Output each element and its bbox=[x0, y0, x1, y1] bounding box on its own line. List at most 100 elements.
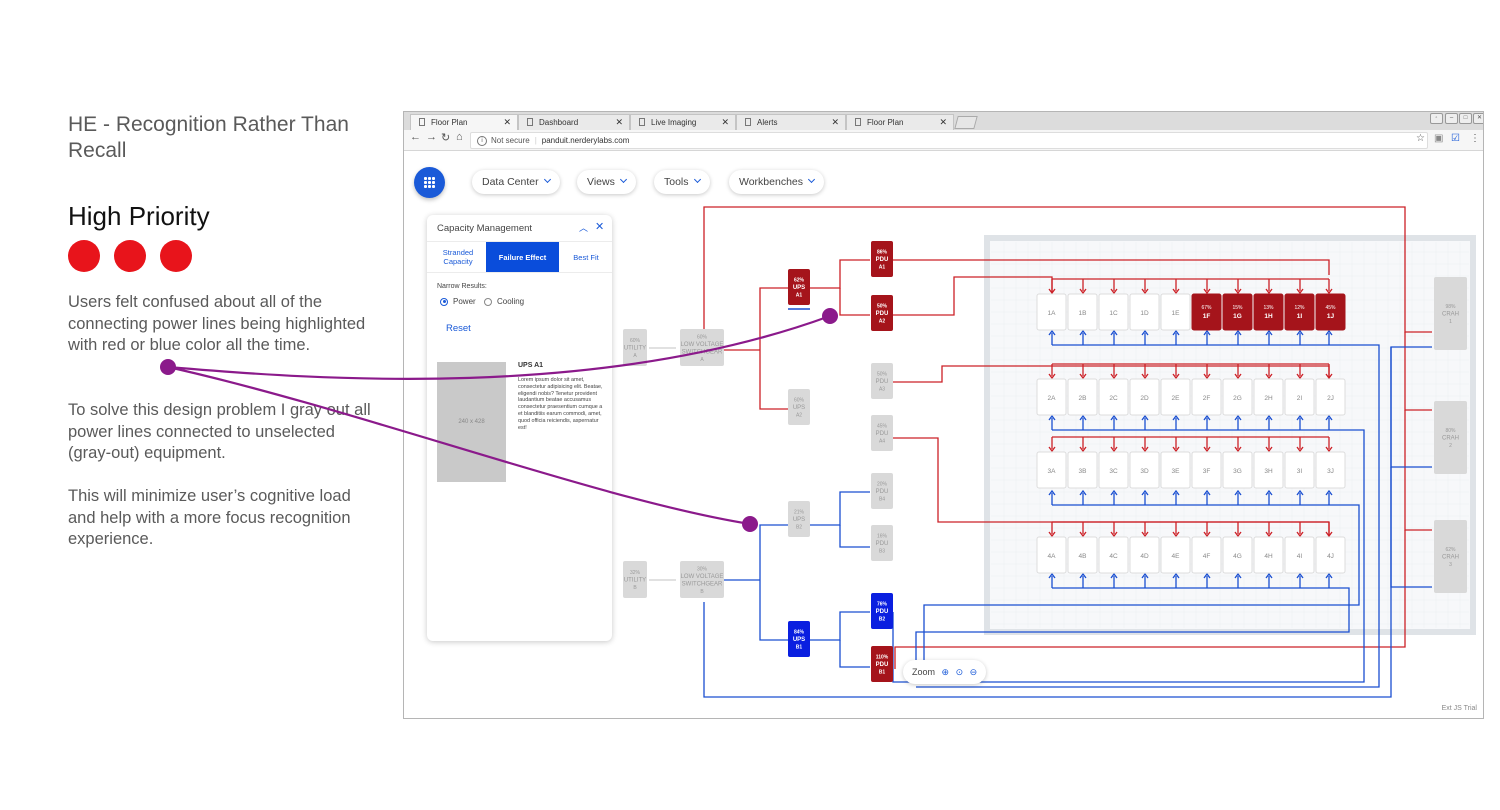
nav-views[interactable]: Views bbox=[577, 170, 636, 194]
rack-1a bbox=[1036, 293, 1067, 331]
arrow-down-icon bbox=[1325, 531, 1333, 538]
reload-icon[interactable]: ↻ bbox=[441, 132, 451, 144]
bookmark-star-icon[interactable]: ☆ bbox=[1416, 133, 1425, 144]
maximize-icon[interactable]: □ bbox=[1459, 113, 1472, 124]
arrow-up-icon bbox=[1234, 414, 1242, 421]
arrow-up-icon bbox=[1234, 489, 1242, 496]
url-text: panduit.nerderylabs.com bbox=[541, 136, 630, 145]
node-label: B3 bbox=[879, 549, 885, 555]
node-label: CRAH bbox=[1442, 312, 1459, 318]
close-icon[interactable]: ✕ bbox=[595, 221, 605, 233]
node-label: 62% bbox=[1445, 547, 1456, 553]
arrow-up-icon bbox=[1110, 572, 1118, 579]
arrow-down-icon bbox=[1265, 373, 1273, 380]
cooling-radio[interactable]: Cooling bbox=[484, 297, 524, 306]
arrow-down-icon bbox=[1296, 288, 1304, 295]
checkbox-extension-icon[interactable]: ☑ bbox=[1451, 133, 1460, 144]
rack-3e bbox=[1160, 451, 1191, 489]
zoom-in-icon[interactable]: ⊕ bbox=[941, 667, 950, 677]
close-icon[interactable]: ✕ bbox=[831, 117, 839, 127]
browser-tab-floor-plan[interactable]: Floor Plan ✕ bbox=[410, 114, 518, 130]
node-crah-2 bbox=[1434, 401, 1467, 474]
rack-label: 4B bbox=[1079, 553, 1087, 560]
browser-tab-dashboard[interactable]: Dashboard ✕ bbox=[518, 114, 630, 130]
page-icon bbox=[527, 118, 533, 126]
info-icon[interactable]: i bbox=[477, 135, 487, 146]
rack-label: 3F bbox=[1203, 468, 1211, 475]
node-label: 60% bbox=[630, 338, 641, 344]
minimize-icon[interactable]: – bbox=[1445, 113, 1458, 124]
rack-1g bbox=[1222, 293, 1253, 331]
browser-tab-alerts[interactable]: Alerts ✕ bbox=[736, 114, 846, 130]
zoom-out-icon[interactable]: ⊖ bbox=[969, 667, 978, 677]
tab-best-fit[interactable]: Best Fit bbox=[573, 252, 599, 262]
power-line-blue bbox=[915, 587, 1350, 667]
power-radio[interactable]: Power bbox=[440, 297, 476, 306]
node-label: 62% bbox=[794, 278, 805, 284]
browser-tab-label: Dashboard bbox=[539, 118, 579, 127]
arrow-up-icon bbox=[1172, 414, 1180, 421]
arrow-up-icon bbox=[1079, 489, 1087, 496]
arrow-down-icon bbox=[1296, 531, 1304, 538]
nav-tools[interactable]: Tools bbox=[654, 170, 710, 194]
radio-button[interactable] bbox=[440, 297, 448, 306]
app-launcher-button[interactable] bbox=[414, 167, 445, 198]
node-pdu-b2 bbox=[871, 593, 893, 629]
chevron-down-icon bbox=[619, 175, 627, 184]
browser-tab-live-imaging[interactable]: Live Imaging ✕ bbox=[630, 114, 736, 130]
arrow-up-icon bbox=[1048, 329, 1056, 336]
page-icon bbox=[639, 118, 645, 126]
arrow-down-icon bbox=[1234, 446, 1242, 453]
rack-4g bbox=[1222, 536, 1253, 574]
node-utility-b bbox=[623, 561, 647, 598]
close-icon[interactable]: ✕ bbox=[939, 117, 947, 127]
node-lvs-b bbox=[680, 561, 724, 598]
rack-label: 3I bbox=[1297, 468, 1303, 475]
forward-icon[interactable]: → bbox=[426, 131, 437, 143]
node-label: 20% bbox=[877, 482, 888, 488]
arrow-up-icon bbox=[1110, 489, 1118, 496]
extension-icon[interactable]: ▣ bbox=[1434, 133, 1444, 144]
equipment-description: Lorem ipsum dolor sit amet, consectetur … bbox=[518, 377, 603, 431]
priority-dot bbox=[114, 240, 146, 272]
rack-2b bbox=[1067, 378, 1098, 416]
nav-data-center[interactable]: Data Center bbox=[472, 170, 560, 194]
back-icon[interactable]: ← bbox=[410, 131, 421, 143]
rack-4d bbox=[1129, 536, 1160, 574]
more-menu-icon[interactable]: ⋮ bbox=[1470, 133, 1480, 144]
rack-label: 4J bbox=[1327, 553, 1334, 560]
close-window-icon[interactable]: ✕ bbox=[1473, 113, 1483, 124]
rack-4a bbox=[1036, 536, 1067, 574]
node-label: UPS bbox=[793, 637, 805, 643]
node-crah-3 bbox=[1434, 520, 1467, 593]
rack-label: 1E bbox=[1172, 310, 1181, 317]
browser-tab-floor-plan-2[interactable]: Floor Plan ✕ bbox=[846, 114, 954, 130]
close-icon[interactable]: ✕ bbox=[615, 117, 623, 127]
power-line-blue bbox=[839, 640, 870, 668]
node-label: 98% bbox=[1445, 304, 1456, 310]
rack-1b bbox=[1067, 293, 1098, 331]
rack-1e bbox=[1160, 293, 1191, 331]
rack-label: 4G bbox=[1233, 553, 1242, 560]
rack-label: 2D bbox=[1140, 395, 1149, 402]
rack-label: 3B bbox=[1079, 468, 1087, 475]
tab-stranded-capacity[interactable]: Stranded Capacity bbox=[442, 248, 474, 266]
power-line-blue bbox=[759, 580, 788, 641]
page-icon bbox=[419, 118, 425, 126]
close-icon[interactable]: ✕ bbox=[721, 117, 729, 127]
node-label: B2 bbox=[879, 617, 886, 623]
rack-label: 3G bbox=[1233, 468, 1242, 475]
radio-button[interactable] bbox=[484, 297, 492, 306]
collapse-icon[interactable]: ︿ bbox=[579, 223, 589, 233]
home-icon[interactable]: ⌂ bbox=[456, 131, 463, 143]
tab-failure-effect[interactable]: Failure Effect bbox=[486, 242, 559, 272]
zoom-reset-icon[interactable]: ⊙ bbox=[955, 667, 964, 677]
profile-icon[interactable]: ◦ bbox=[1430, 113, 1443, 124]
reset-button[interactable]: Reset bbox=[446, 323, 471, 334]
close-icon[interactable]: ✕ bbox=[503, 117, 511, 127]
rack-3d bbox=[1129, 451, 1160, 489]
nav-workbenches[interactable]: Workbenches bbox=[729, 170, 825, 194]
rack-label: 4D bbox=[1140, 553, 1149, 560]
